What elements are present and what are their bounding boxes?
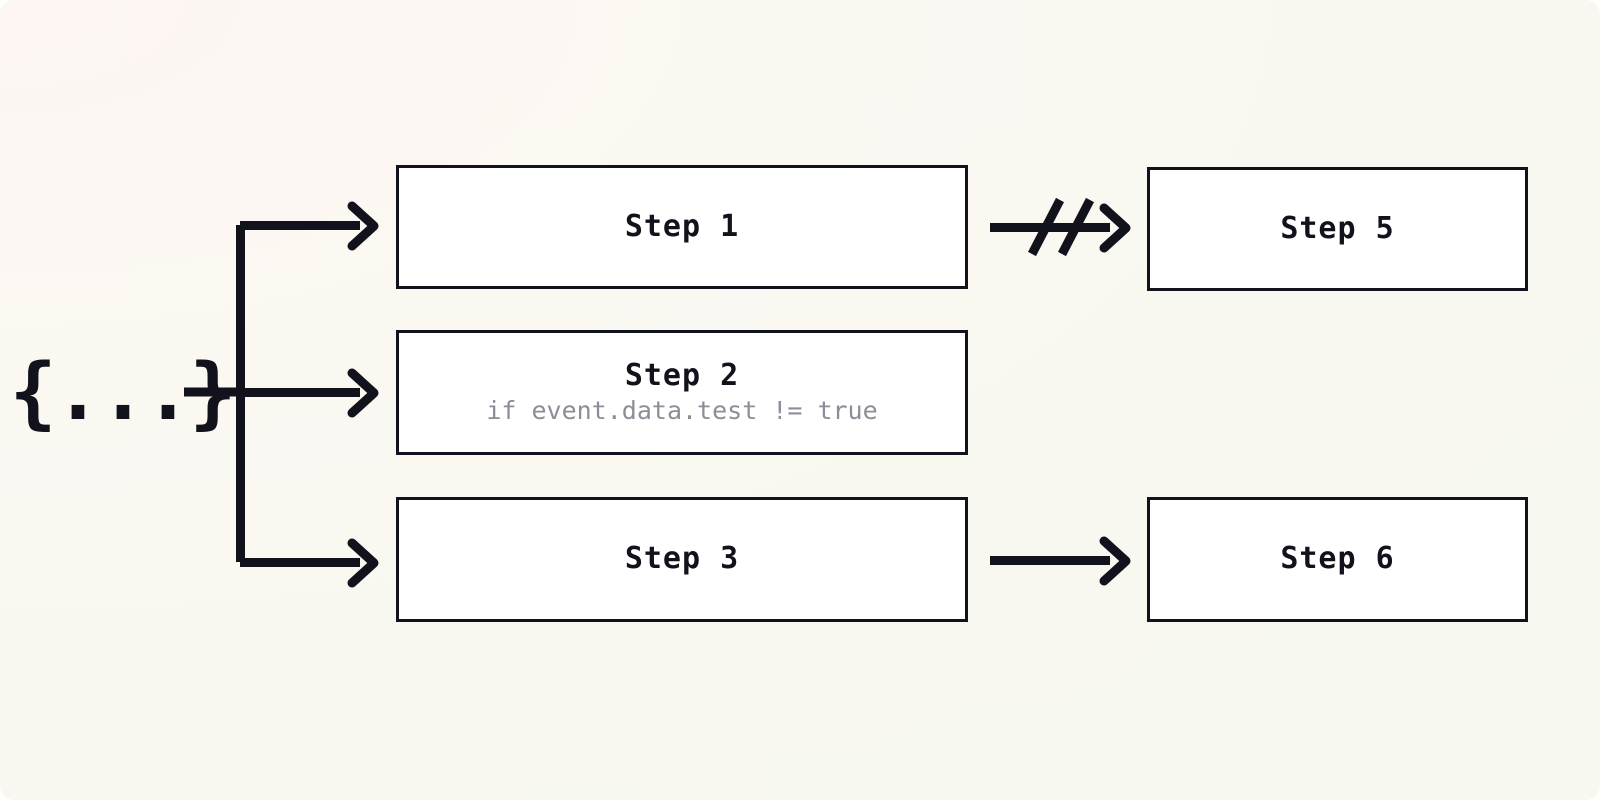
arrowhead-step2-in [347,368,379,418]
node-step-2[interactable]: Step 2 if event.data.test != true [396,330,968,455]
arrowhead-step5-in [1099,203,1131,253]
broken-link-slashes [1028,197,1094,257]
node-step-3[interactable]: Step 3 [396,497,968,622]
node-step-5[interactable]: Step 5 [1147,167,1528,291]
node-step-2-title: Step 2 [624,358,740,394]
node-step-6[interactable]: Step 6 [1147,497,1528,622]
node-step-1-title: Step 1 [624,208,740,244]
node-step-6-title: Step 6 [1280,541,1395,577]
node-step-1[interactable]: Step 1 [396,165,968,289]
node-step-3-title: Step 3 [624,541,740,577]
node-step-2-condition: if event.data.test != true [486,395,878,425]
arrowhead-step1-in [347,201,379,251]
arrowhead-step6-in [1099,536,1131,586]
event-trigger-glyph[interactable]: {...} [9,347,237,438]
node-step-5-title: Step 5 [1280,210,1395,246]
arrowhead-step3-in [347,538,379,588]
